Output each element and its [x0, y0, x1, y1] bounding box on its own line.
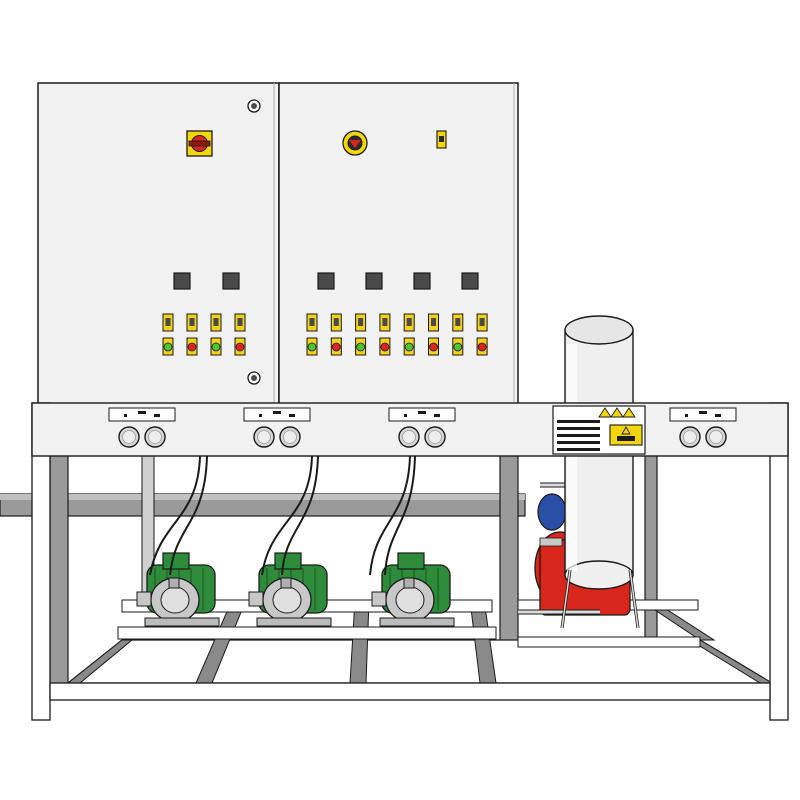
indicator-lamp — [428, 337, 439, 356]
pressure-gauge-icon — [144, 426, 166, 448]
selector-switch[interactable] — [476, 313, 488, 332]
selector-switch[interactable] — [379, 313, 391, 332]
status-indicator-icon — [436, 130, 447, 149]
selector-switch[interactable] — [234, 313, 246, 332]
gauge-label-plate — [669, 407, 737, 422]
pressure-tank — [560, 315, 640, 629]
indicator-lamp — [306, 337, 318, 356]
skid-frame-front — [31, 402, 789, 721]
indicator-lamp — [355, 337, 367, 356]
indicator-lamp — [452, 337, 464, 356]
push-button[interactable] — [413, 272, 431, 290]
pressure-gauge-icon — [679, 426, 701, 448]
indicator-lamp — [403, 337, 415, 356]
pressure-gauge-icon — [705, 426, 727, 448]
warning-icon — [621, 426, 631, 435]
warning-triangle-icon — [610, 407, 624, 418]
gauge-group — [108, 407, 737, 448]
gauge-label-plate — [108, 407, 176, 422]
lock-icon[interactable] — [247, 99, 261, 113]
selector-switch[interactable] — [355, 313, 367, 332]
push-button[interactable] — [317, 272, 335, 290]
indicator-lamp — [379, 337, 391, 356]
push-button[interactable] — [461, 272, 479, 290]
pump-group — [136, 552, 455, 627]
push-buttons-right — [317, 272, 479, 290]
cables — [149, 455, 416, 576]
indicator-lamp — [476, 337, 488, 356]
pressure-gauge-icon — [424, 426, 446, 448]
push-button[interactable] — [222, 272, 240, 290]
push-button[interactable] — [365, 272, 383, 290]
centrifugal-pump — [248, 552, 332, 627]
warning-placard — [552, 405, 646, 455]
indicator-lamp — [186, 337, 198, 356]
electrical-cabinet-right — [278, 82, 519, 406]
suction-header-pipe — [0, 493, 526, 517]
gauge-label-plate — [243, 407, 311, 422]
selector-switch[interactable] — [186, 313, 198, 332]
selector-switch[interactable] — [428, 313, 439, 332]
emergency-stop-switch-icon[interactable] — [342, 130, 368, 156]
centrifugal-pump — [136, 552, 220, 627]
warning-triangle-icon — [598, 407, 612, 418]
gauge-label-plate — [388, 407, 456, 422]
controls-right — [306, 313, 488, 356]
electrical-cabinet-left — [37, 82, 280, 406]
centrifugal-pump — [371, 552, 455, 627]
pressure-gauge-icon — [253, 426, 275, 448]
indicator-lamp — [330, 337, 342, 356]
warning-signs — [598, 407, 636, 418]
push-buttons-left — [173, 272, 240, 290]
selector-switch[interactable] — [330, 313, 342, 332]
controls-left — [162, 313, 246, 356]
lock-icon[interactable] — [247, 371, 261, 385]
selector-switch[interactable] — [162, 313, 174, 332]
pressure-gauge-icon — [398, 426, 420, 448]
selector-switch[interactable] — [306, 313, 318, 332]
push-button[interactable] — [173, 272, 191, 290]
pressure-gauge-icon — [279, 426, 301, 448]
pressure-gauge-icon — [118, 426, 140, 448]
main-isolator-switch-icon[interactable] — [186, 130, 213, 157]
selector-switch[interactable] — [452, 313, 464, 332]
indicator-lamp — [162, 337, 174, 356]
warning-triangle-icon — [622, 407, 636, 418]
selector-switch[interactable] — [403, 313, 415, 332]
indicator-lamp — [210, 337, 222, 356]
selector-switch[interactable] — [210, 313, 222, 332]
indicator-lamp — [234, 337, 246, 356]
